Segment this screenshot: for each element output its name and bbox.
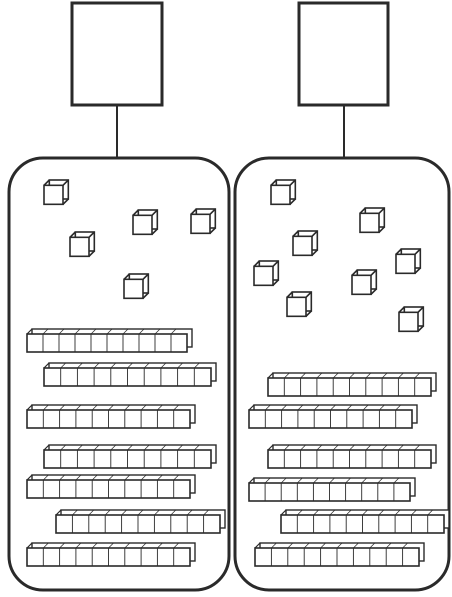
panel-right bbox=[235, 3, 449, 590]
tens-rod bbox=[268, 445, 436, 468]
tens-rod bbox=[249, 405, 417, 428]
tens-rods-right bbox=[249, 373, 449, 566]
panel-left bbox=[9, 3, 229, 590]
ones-cubes-left bbox=[44, 180, 215, 298]
ones-cube bbox=[352, 270, 376, 294]
ones-cube bbox=[287, 292, 311, 316]
ones-cube bbox=[124, 274, 148, 298]
tens-rod bbox=[27, 475, 195, 498]
ones-cube bbox=[360, 208, 384, 232]
ones-cube bbox=[70, 232, 94, 256]
answer-box-left[interactable] bbox=[72, 3, 162, 105]
ones-cube bbox=[133, 210, 157, 234]
tens-rod bbox=[56, 510, 225, 533]
tens-rod bbox=[44, 363, 216, 386]
tens-rod bbox=[255, 543, 424, 566]
ones-cube bbox=[396, 249, 420, 273]
ones-cube bbox=[271, 180, 295, 204]
tens-rod bbox=[268, 373, 436, 396]
ones-cube bbox=[254, 261, 278, 285]
ones-cube bbox=[191, 209, 215, 233]
ones-cube bbox=[399, 307, 423, 331]
tens-rod bbox=[27, 405, 195, 428]
tens-rods-left bbox=[27, 329, 225, 566]
tens-rod bbox=[27, 543, 195, 566]
ones-cube bbox=[44, 180, 68, 204]
tens-rod bbox=[281, 510, 449, 533]
tens-rod bbox=[27, 329, 192, 352]
ones-cubes-right bbox=[254, 180, 423, 331]
answer-box-right[interactable] bbox=[299, 3, 388, 105]
tens-rod bbox=[44, 445, 216, 468]
tens-rod bbox=[249, 478, 415, 501]
ones-cube bbox=[293, 231, 317, 255]
